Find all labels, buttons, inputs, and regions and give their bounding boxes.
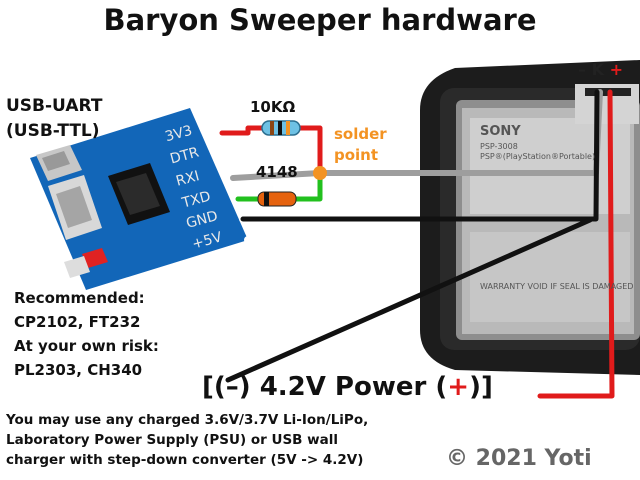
note-line2: Laboratory Power Supply (PSU) or USB wal… <box>6 432 339 448</box>
psp-warning: WARRANTY VOID IF SEAL IS DAMAGED <box>480 282 634 291</box>
solder-line1: solder <box>334 125 387 143</box>
usb-uart-label: USB-UART (USB-TTL) <box>6 94 102 144</box>
power-close: )] <box>469 372 493 402</box>
note-line1: You may use any charged 3.6V/3.7V Li-Ion… <box>6 412 369 428</box>
wires <box>219 89 615 399</box>
note-line3: charger with step-down converter (5V -> … <box>6 452 364 468</box>
copyright: © 2021 Yoti <box>446 446 592 471</box>
psp-pin-labels: – K + <box>578 60 623 79</box>
solder-point-label: solder point <box>334 124 387 166</box>
recommended-block: Recommended: CP2102, FT232 At your own r… <box>14 286 159 382</box>
power-open: [( <box>202 372 226 402</box>
usb-uart-line2: (USB-TTL) <box>6 121 100 141</box>
resistor <box>261 120 301 136</box>
page-title: Baryon Sweeper hardware <box>103 3 537 37</box>
psp-pin-minus: – <box>578 60 586 79</box>
recommended-line2: CP2102, FT232 <box>14 313 141 331</box>
usb-uart-line1: USB-UART <box>6 96 103 116</box>
power-mid: ) 4.2V Power ( <box>238 372 448 402</box>
power-label: [(–) 4.2V Power (+)] <box>202 372 493 402</box>
psp-brand: SONY <box>480 124 521 139</box>
power-plus: + <box>447 372 470 402</box>
solder-point-dot <box>313 166 327 180</box>
diode-label: 4148 <box>256 163 298 181</box>
psp-product: PSP®(PlayStation®Portable) <box>480 152 596 161</box>
resistor-label: 10KΩ <box>250 98 296 116</box>
psp-pin-k: K <box>591 60 604 79</box>
power-note: You may use any charged 3.6V/3.7V Li-Ion… <box>6 410 368 470</box>
recommended-line4: PL2303, CH340 <box>14 361 143 379</box>
psp-model: PSP-3008 <box>480 142 518 151</box>
solder-line2: point <box>334 146 379 164</box>
usb-uart-board <box>30 108 252 290</box>
psp-pin-plus: + <box>609 60 623 79</box>
recommended-line1: Recommended: <box>14 289 145 307</box>
recommended-line3: At your own risk: <box>14 337 159 355</box>
power-minus: – <box>225 372 239 402</box>
diode <box>257 191 297 207</box>
